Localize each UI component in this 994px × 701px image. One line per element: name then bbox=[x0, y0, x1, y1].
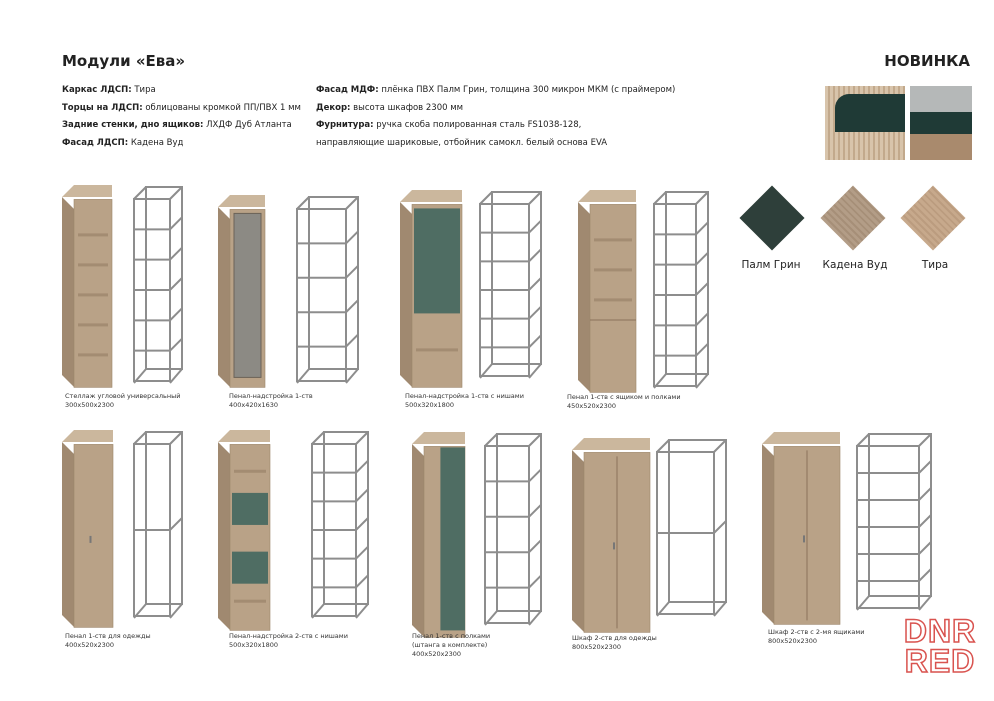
new-badge: НОВИНКА bbox=[884, 52, 970, 70]
product-render bbox=[762, 432, 841, 625]
swatch-palm-green bbox=[739, 185, 805, 251]
product-name: Пенал 1-ств для одежды bbox=[65, 632, 151, 640]
product-note: (штанга в комплекте) bbox=[412, 641, 488, 649]
product-size: 500x320x1800 bbox=[229, 641, 279, 649]
product-caption: Пенал 1-ств с полками(штанга в комплекте… bbox=[412, 632, 490, 659]
product-render bbox=[218, 195, 266, 388]
specs-right: Фасад МДФ: плёнка ПВХ Палм Грин, толщина… bbox=[316, 85, 676, 148]
swatch-tira bbox=[900, 185, 966, 251]
product-name: Пенал 1-ств с ящиком и полками bbox=[567, 393, 681, 401]
photo-facade-detail bbox=[825, 86, 905, 160]
product-wireframe bbox=[133, 186, 183, 384]
product-render bbox=[218, 430, 271, 631]
product-size: 450x520x2300 bbox=[567, 402, 617, 410]
product-wireframe bbox=[296, 196, 359, 384]
product-render bbox=[572, 438, 651, 633]
product-render bbox=[62, 430, 114, 628]
photo-room bbox=[910, 86, 972, 160]
product-wireframe bbox=[653, 191, 709, 389]
product-name: Стеллаж угловой универсальный bbox=[65, 392, 181, 400]
product-size: 400x520x2300 bbox=[412, 650, 462, 658]
product-name: Шкаф 2-ств с 2-мя ящиками bbox=[768, 628, 865, 636]
product-render bbox=[412, 432, 466, 638]
product-wireframe bbox=[656, 439, 727, 617]
specs-left: Каркас ЛДСП: Тира Торцы на ЛДСП: облицов… bbox=[62, 85, 301, 148]
product-name: Пенал-надстройка 1-ств с нишами bbox=[405, 392, 524, 400]
product-name: Пенал-надстройка 1-ств bbox=[229, 392, 313, 400]
product-size: 300x500x2300 bbox=[65, 401, 115, 409]
product-name: Шкаф 2-ств для одежды bbox=[572, 634, 657, 642]
swatch-label: Палм Грин bbox=[741, 259, 801, 271]
product-name: Пенал-надстройка 2-ств с нишами bbox=[229, 632, 348, 640]
product-size: 400x520x2300 bbox=[65, 641, 115, 649]
product-render bbox=[62, 185, 113, 388]
product-wireframe bbox=[856, 433, 932, 611]
product-wireframe bbox=[311, 431, 369, 619]
product-render bbox=[578, 190, 637, 393]
swatch-label: Кадена Вуд bbox=[822, 259, 888, 271]
product-name: Пенал 1-ств с полками bbox=[412, 632, 491, 640]
swatch-kadena-wood bbox=[820, 185, 886, 251]
product-size: 400x420x1630 bbox=[229, 401, 279, 409]
product-size: 800x520x2300 bbox=[768, 637, 818, 645]
swatch-label: Тира bbox=[921, 259, 949, 271]
page-title: Модули «Ева» bbox=[62, 52, 186, 70]
product-size: 800x520x2300 bbox=[572, 643, 622, 651]
product-size: 500x320x1800 bbox=[405, 401, 455, 409]
product-wireframe bbox=[484, 433, 542, 626]
product-wireframe bbox=[133, 431, 183, 619]
product-render bbox=[400, 190, 463, 388]
photo-green-facade bbox=[738, 86, 820, 160]
product-wireframe bbox=[479, 191, 542, 379]
